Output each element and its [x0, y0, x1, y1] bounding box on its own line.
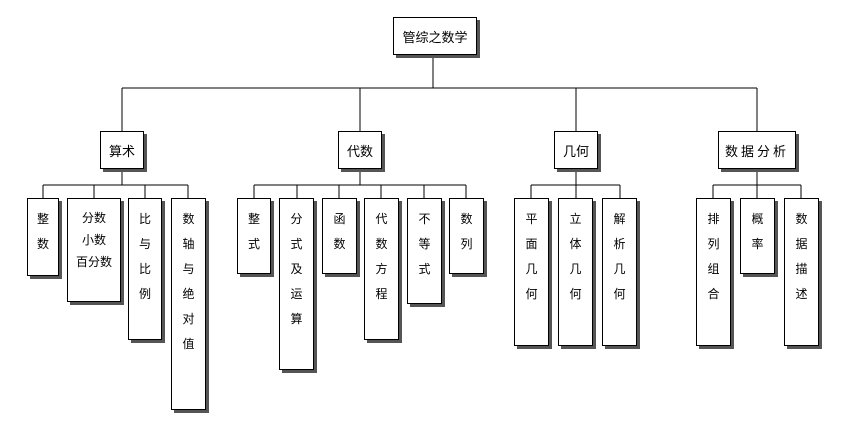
leaf-node: 数 据 描 述 [784, 198, 819, 346]
leaf-line: 小数 [81, 233, 106, 247]
leaf-char: 比 [138, 262, 151, 276]
category-label: 代数 [346, 144, 373, 160]
leaf-node: 比 与 比 例 [128, 198, 162, 340]
leaf-char: 平 [525, 212, 538, 226]
leaf-char: 函 [333, 212, 346, 226]
leaf-char: 及 [290, 262, 303, 276]
leaf-node: 数 列 [449, 198, 484, 274]
leaf-node: 数 轴 与 绝 对 值 [171, 198, 206, 410]
leaf-char: 概 [751, 212, 764, 226]
category-label: 几何 [562, 144, 589, 160]
category-label: 数据分析 [724, 144, 789, 160]
leaf-char: 数 [375, 237, 388, 251]
leaf-char: 式 [418, 262, 431, 276]
leaf-char: 代 [375, 212, 388, 226]
leaf-char: 绝 [182, 287, 195, 301]
leaf-char: 面 [525, 237, 538, 251]
leaf-node: 代 数 方 程 [364, 198, 399, 340]
leaf-char: 何 [525, 287, 538, 301]
leaf-char: 体 [569, 237, 582, 251]
leaf-char: 整 [247, 212, 260, 226]
leaf-char: 描 [795, 262, 808, 276]
leaf-char: 述 [795, 287, 808, 301]
leaf-char: 式 [247, 237, 260, 251]
category-node-data-analysis: 数据分析 [718, 131, 796, 169]
leaf-char: 比 [138, 212, 151, 226]
leaf-char: 数 [795, 212, 808, 226]
leaf-char: 数 [182, 212, 195, 226]
leaf-node: 解 析 几 何 [602, 198, 637, 346]
leaf-char: 与 [138, 237, 151, 251]
leaf-char: 数 [460, 212, 473, 226]
leaf-char: 率 [751, 237, 764, 251]
leaf-char: 不 [418, 212, 431, 226]
leaf-node: 整 数 [27, 198, 59, 276]
leaf-char: 式 [290, 237, 303, 251]
leaf-line: 分数 [81, 211, 106, 225]
leaf-char: 何 [569, 287, 582, 301]
leaf-node: 整 式 [237, 198, 271, 274]
leaf-node: 概 率 [740, 198, 775, 274]
root-node: 管综之数学 [393, 17, 477, 55]
leaf-char: 合 [707, 287, 720, 301]
leaf-char: 解 [613, 212, 626, 226]
leaf-char: 几 [525, 262, 538, 276]
leaf-char: 据 [795, 237, 808, 251]
leaf-char: 列 [707, 237, 720, 251]
category-label: 算术 [108, 144, 135, 160]
leaf-char: 几 [613, 262, 626, 276]
leaf-char: 何 [613, 287, 626, 301]
category-node-arithmetic: 算术 [100, 131, 144, 169]
leaf-node: 立 体 几 何 [558, 198, 593, 346]
leaf-char: 析 [613, 237, 626, 251]
leaf-char: 算 [290, 312, 303, 326]
leaf-char: 例 [138, 287, 151, 301]
leaf-char: 整 [36, 212, 49, 226]
leaf-char: 值 [182, 337, 195, 351]
leaf-char: 数 [333, 237, 346, 251]
root-label: 管综之数学 [402, 30, 468, 46]
leaf-char: 与 [182, 262, 195, 276]
leaf-char: 排 [707, 212, 720, 226]
leaf-char: 方 [375, 262, 388, 276]
leaf-char: 轴 [182, 237, 195, 251]
leaf-line: 百分数 [75, 255, 112, 269]
leaf-char: 程 [375, 287, 388, 301]
leaf-char: 立 [569, 212, 582, 226]
leaf-char: 运 [290, 287, 303, 301]
leaf-char: 列 [460, 237, 473, 251]
category-node-geometry: 几何 [554, 131, 598, 169]
leaf-node: 排 列 组 合 [696, 198, 731, 346]
leaf-node: 函 数 [322, 198, 357, 274]
leaf-char: 数 [36, 237, 49, 251]
leaf-char: 分 [290, 212, 303, 226]
leaf-node: 不 等 式 [407, 198, 442, 304]
leaf-node: 分 式 及 运 算 [279, 198, 314, 370]
leaf-char: 对 [182, 312, 195, 326]
leaf-node: 分数 小数 百分数 [67, 198, 121, 302]
leaf-char: 组 [707, 262, 720, 276]
category-node-algebra: 代数 [338, 131, 382, 169]
leaf-char: 几 [569, 262, 582, 276]
leaf-char: 等 [418, 237, 431, 251]
leaf-node: 平 面 几 何 [514, 198, 549, 346]
